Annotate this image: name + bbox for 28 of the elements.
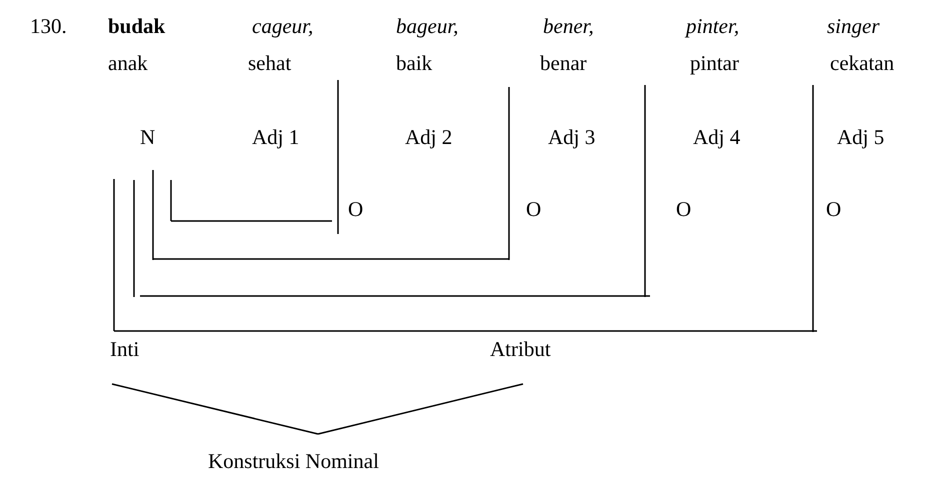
sundanese-word: singer [827, 16, 880, 37]
connector-line [112, 383, 318, 435]
category-label: Adj 1 [252, 127, 300, 148]
category-label: Adj 4 [693, 127, 740, 148]
category-label: N [140, 127, 156, 148]
sundanese-word: budak [108, 16, 166, 37]
sundanese-word: bener, [543, 16, 594, 37]
sundanese-word: cageur, [252, 16, 314, 37]
sundanese-word: bageur, [396, 16, 458, 37]
gloss-word: benar [540, 53, 587, 74]
gloss-word: pintar [690, 53, 739, 74]
gloss-word: baik [396, 53, 432, 74]
sundanese-word: pinter, [686, 16, 740, 37]
connector-line [318, 383, 524, 435]
item-number: 130. [30, 16, 67, 37]
category-label: Adj 2 [405, 127, 452, 148]
gloss-word: sehat [248, 53, 292, 74]
term-label: Inti [110, 339, 140, 360]
term-label: Konstruksi Nominal [208, 451, 379, 472]
zero-marker: O [676, 199, 692, 220]
gloss-word: cekatan [830, 53, 894, 74]
zero-marker: O [526, 199, 542, 220]
gloss-word: anak [108, 53, 148, 74]
category-label: Adj 5 [837, 127, 884, 148]
zero-marker: O [826, 199, 842, 220]
term-label: Atribut [490, 339, 551, 360]
category-label: Adj 3 [548, 127, 596, 148]
zero-marker: O [348, 199, 364, 220]
